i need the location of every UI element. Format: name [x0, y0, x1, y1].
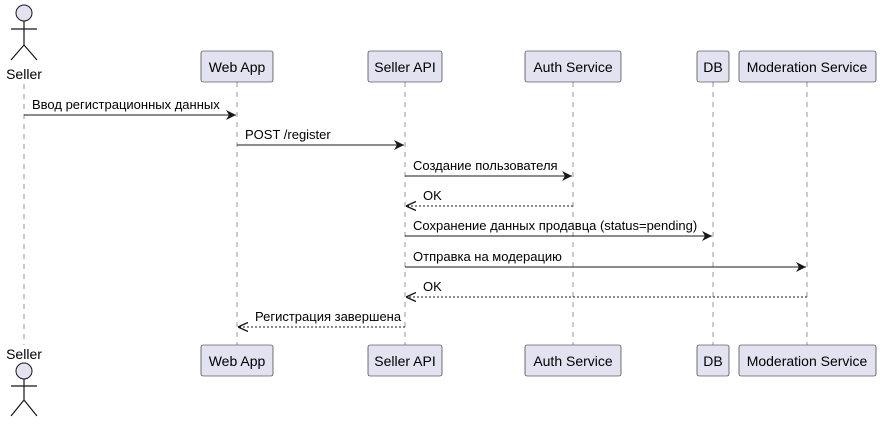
participant-web-app: Web App — [200, 50, 274, 83]
actor-label-bottom: Seller — [6, 346, 42, 362]
participant-label: Moderation Service — [747, 353, 868, 369]
participant-label: Seller API — [374, 353, 435, 369]
participant-seller-api: Seller API — [367, 344, 443, 377]
message: OK — [406, 188, 573, 206]
message-label: Сохранение данных продавца (status=pendi… — [413, 218, 697, 233]
participants-top: Web App Seller API Auth Service DB Moder… — [200, 50, 877, 83]
message: Создание пользователя — [405, 158, 572, 181]
message: Сохранение данных продавца (status=pendi… — [405, 218, 712, 241]
participant-label: Auth Service — [533, 353, 613, 369]
message-label: Ввод регистрационных данных — [32, 97, 220, 112]
participant-db: DB — [696, 344, 730, 377]
participant-label: DB — [703, 353, 722, 369]
lifelines — [23, 82, 808, 345]
participant-web-app: Web App — [200, 344, 274, 377]
participant-auth-service: Auth Service — [524, 344, 622, 377]
participant-label: Web App — [209, 353, 266, 369]
participant-label: Web App — [209, 59, 266, 75]
message: Ввод регистрационных данных — [24, 97, 236, 120]
actor-seller-top: Seller — [6, 4, 42, 82]
message: Отправка на модерацию — [405, 249, 806, 272]
participant-auth-service: Auth Service — [524, 50, 622, 83]
message: Регистрация завершена — [238, 309, 405, 327]
message-label: OK — [423, 279, 442, 294]
participant-moderation-service: Moderation Service — [738, 50, 877, 83]
participant-db: DB — [696, 50, 730, 83]
actor-label-top: Seller — [6, 66, 42, 82]
actor-body-icon — [10, 21, 38, 61]
participants-bottom: Web App Seller API Auth Service DB Moder… — [200, 344, 877, 377]
participant-label: Moderation Service — [747, 59, 868, 75]
message-label: Регистрация завершена — [255, 309, 402, 324]
message-label: Отправка на модерацию — [413, 249, 562, 264]
participant-label: Seller API — [374, 59, 435, 75]
participant-moderation-service: Moderation Service — [738, 344, 877, 377]
actor-seller-bottom: Seller — [6, 346, 42, 417]
participant-label: DB — [703, 59, 722, 75]
actor-head-icon — [15, 4, 33, 22]
participant-seller-api: Seller API — [367, 50, 443, 83]
message-label: Создание пользователя — [413, 158, 558, 173]
actor-head-icon — [15, 362, 33, 380]
message: OK — [406, 279, 807, 297]
participant-label: Auth Service — [533, 59, 613, 75]
message: POST /register — [237, 127, 404, 150]
message-label: OK — [423, 188, 442, 203]
actor-body-icon — [10, 379, 38, 417]
message-label: POST /register — [245, 127, 331, 142]
